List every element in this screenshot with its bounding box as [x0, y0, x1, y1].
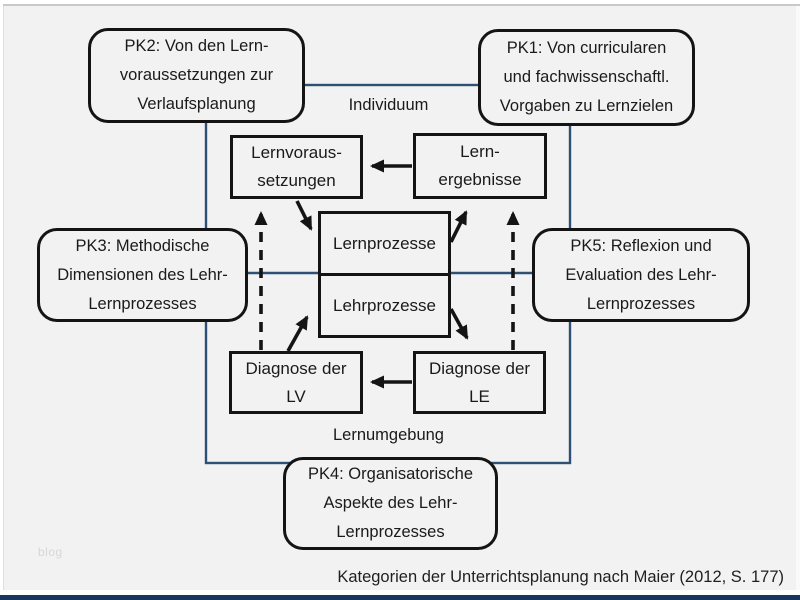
pk3-box: PK3: Methodische Dimensionen des Lehr- L…	[37, 228, 248, 322]
diagnose-le-box: Diagnose der LE	[413, 351, 546, 414]
pk2-box: PK2: Von den Lern- voraussetzungen zur V…	[88, 28, 305, 123]
label-lernumgebung: Lernumgebung	[332, 426, 444, 444]
pk5-line-1: PK5: Reflexion und	[570, 236, 712, 255]
pk5-box: PK5: Reflexion und Evaluation des Lehr- …	[532, 228, 750, 322]
lernergebnisse-line-2: ergebnisse	[438, 170, 522, 189]
lernvoraussetzungen-box: Lernvoraus- setzungen	[230, 135, 363, 199]
diagnose-le-line-1: Diagnose der	[428, 358, 531, 378]
arrow-diagnoselv-to-lehrprozesse	[286, 315, 309, 352]
top-border-line	[0, 4, 800, 6]
lernprozesse-box: Lernprozesse	[332, 233, 436, 253]
diagnose-lv-line-1: Diagnose der	[245, 358, 347, 378]
left-edge	[0, 0, 3, 600]
lernvoraussetzungen-line-2: setzungen	[257, 171, 336, 190]
pk1-box: PK1: Von curricularen und fachwissenscha…	[478, 29, 695, 126]
pk4-box: PK4: Organisatorische Aspekte des Lehr- …	[283, 457, 498, 550]
lernergebnisse-line-1: Lern-	[460, 142, 500, 161]
pk3-line-3: Lernprozesses	[88, 294, 197, 313]
right-edge	[796, 6, 800, 595]
pk3-line-2: Dimensionen des Lehr-	[57, 265, 228, 284]
blog-watermark: blog	[38, 545, 63, 559]
pk1-line-1: PK1: Von curricularen	[506, 39, 667, 57]
pk2-line-2: voraussetzungen zur	[119, 66, 274, 84]
pk4-line-1: PK4: Organisatorische	[307, 465, 474, 483]
prozesse-divider	[321, 273, 448, 276]
pk4-line-2: Aspekte des Lehr-	[323, 494, 458, 512]
label-individuum: Individuum	[348, 96, 429, 114]
pk2-line-1: PK2: Von den Lern-	[124, 37, 269, 55]
bottom-edge	[0, 590, 800, 595]
source-caption: Kategorien der Unterrichtsplanung nach M…	[337, 568, 784, 586]
diagnose-le-line-2: LE	[469, 386, 490, 406]
pk5-line-2: Evaluation des Lehr-	[565, 265, 717, 284]
arrow-lehrprozesse-to-diagnosele	[449, 308, 469, 340]
diagnose-lv-line-2: LV	[286, 386, 306, 406]
top-edge	[0, 0, 800, 4]
pk1-line-2: und fachwissenschaftl.	[503, 68, 670, 86]
pk4-line-3: Lernprozesses	[336, 523, 445, 541]
lehrprozesse-box: Lehrprozesse	[332, 295, 436, 315]
diagnose-lv-box: Diagnose der LV	[229, 351, 363, 414]
left-border-line	[3, 6, 4, 595]
pk3-line-1: PK3: Methodische	[75, 236, 210, 255]
pk1-line-3: Vorgaben zu Lernzielen	[499, 97, 674, 115]
lernergebnisse-box: Lern- ergebnisse	[413, 133, 547, 199]
pk2-line-3: Verlaufsplanung	[137, 95, 256, 113]
bottom-navy-bar	[0, 595, 800, 600]
arrow-lernprozesse-to-lernergebnisse	[449, 210, 468, 243]
prozesse-stack: Lernprozesse Lehrprozesse	[318, 211, 451, 338]
arrow-lernvoraussetzungen-to-lernprozesse	[295, 200, 313, 231]
pk5-line-3: Lernprozesses	[586, 294, 696, 313]
lernvoraussetzungen-line-1: Lernvoraus-	[251, 143, 342, 162]
